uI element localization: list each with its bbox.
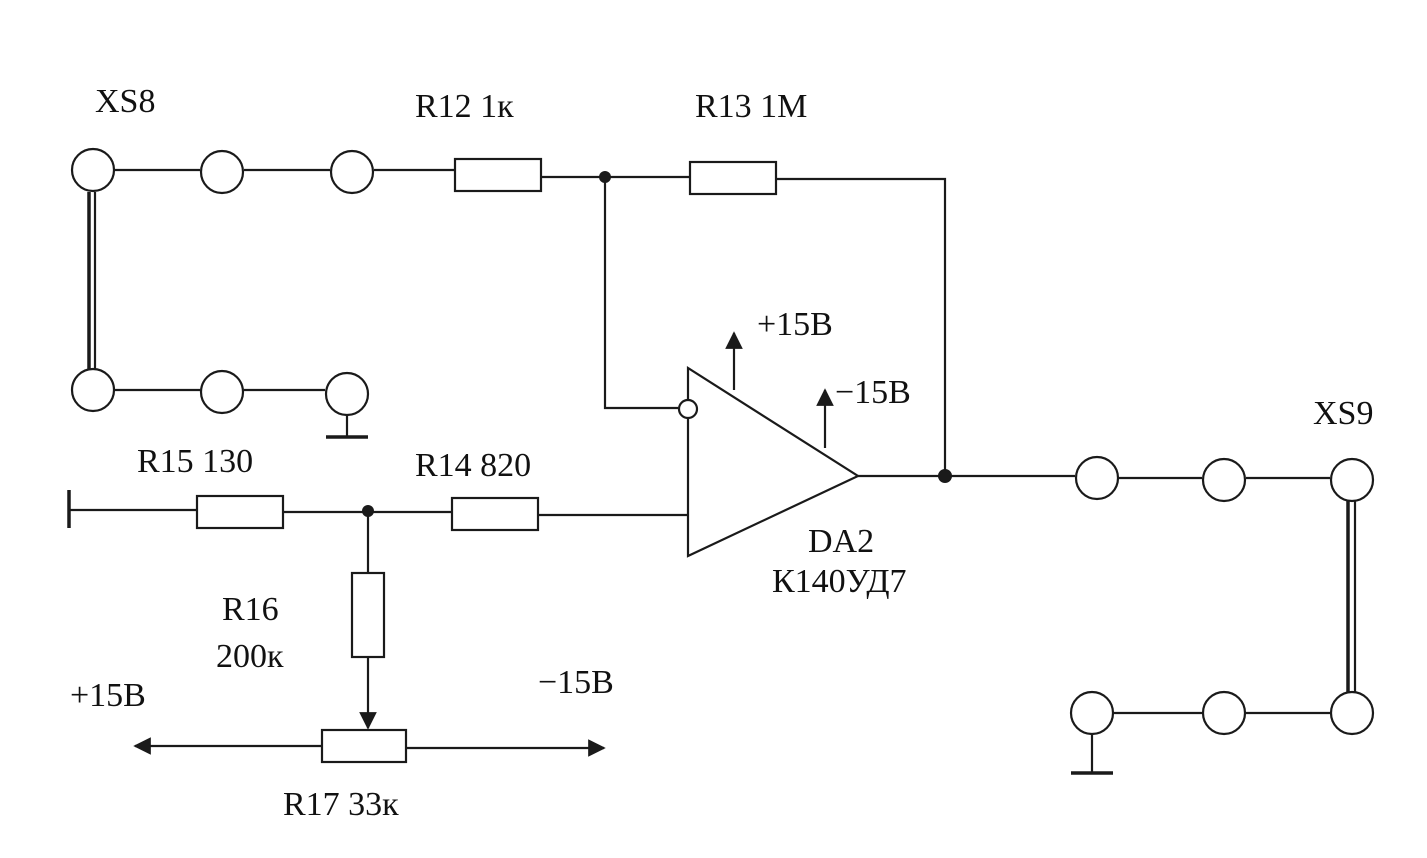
xs9-pin-2 [1201,457,1247,503]
xs9-pin-4 [1069,690,1115,736]
inverting-input-bubble [677,398,699,420]
xs9-pin-3 [1329,457,1375,503]
connector-xs9 [1069,455,1375,775]
opamp-da2 [686,365,861,558]
xs9-pin-5 [1201,690,1247,736]
xs8-pin-6 [324,371,370,417]
label-r15: R15 130 [137,443,253,480]
junction-output-node [938,469,952,483]
wire-r13-to-output [776,177,947,476]
label-r14: R14 820 [415,447,531,484]
resistor-r12 [453,157,543,193]
resistor-r15 [195,494,285,530]
xs8-pin-1 [70,147,116,193]
resistor-r14 [450,496,540,532]
resistor-r16 [350,571,386,659]
xs9-pin-1 [1074,455,1120,501]
xs8-pin-3 [329,149,375,195]
label-opamp-name: DA2 [808,523,874,560]
label-opamp-type: К140УД7 [772,563,907,600]
label-xs8: XS8 [95,83,155,120]
label-r13: R13 1M [695,88,807,125]
resistor-r13 [688,160,778,196]
label-vpos-supply: +15В [757,306,833,343]
xs9-pin-6 [1329,690,1375,736]
label-r16-name: R16 [222,591,279,628]
xs8-pin-4 [70,367,116,413]
label-xs9: XS9 [1313,395,1373,432]
label-vneg-supply: −15В [835,374,911,411]
label-pot-left-supply: +15В [70,677,146,714]
xs8-pin-2 [199,149,245,195]
label-r17: R17 33к [283,786,399,823]
connector-xs8 [70,147,455,439]
label-r12: R12 1к [415,88,514,125]
resistor-r17 [320,728,408,764]
wire-to-inverting-input [603,177,678,410]
label-pot-right-supply: −15В [538,664,614,701]
xs8-pin-5 [199,369,245,415]
label-r16-value: 200к [216,638,284,675]
